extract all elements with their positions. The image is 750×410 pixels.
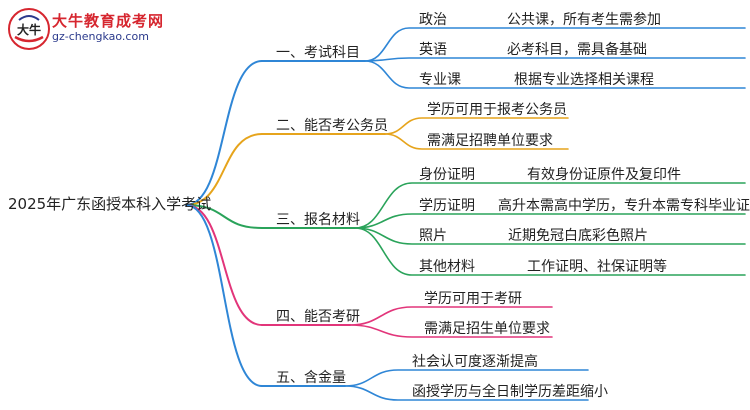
logo-mark-text: 大牛 — [17, 22, 41, 37]
item-key: 学历可用于报考公务员 — [427, 102, 567, 118]
item-value: 近期免冠白底彩色照片 — [508, 228, 648, 244]
root-title: 2025年广东函授本科入学考试 — [8, 195, 212, 213]
logo-mark-icon: 大牛 — [8, 8, 50, 50]
logo-url: gz-chengkao.com — [52, 30, 149, 43]
branch-connector — [185, 60, 263, 206]
item-connector — [354, 227, 746, 276]
item-key: 需满足招生单位要求 — [424, 321, 550, 337]
item-connector — [354, 213, 746, 229]
item-key: 其他材料 — [419, 259, 475, 275]
branch-label: 五、含金量 — [276, 370, 346, 386]
item-connector — [364, 27, 746, 62]
item-connector — [384, 117, 569, 135]
item-value: 根据专业选择相关课程 — [514, 72, 654, 88]
item-key: 英语 — [419, 42, 447, 58]
item-connector — [349, 306, 553, 326]
item-key: 社会认可度逐渐提高 — [412, 354, 538, 370]
item-value: 高升本需高中学历，专升本需专科毕业证 — [498, 198, 750, 214]
item-connector — [344, 385, 589, 401]
item-connector — [344, 369, 589, 387]
item-key: 照片 — [419, 228, 447, 244]
branch-connector — [185, 204, 263, 229]
item-key: 需满足招聘单位要求 — [427, 133, 553, 149]
item-key: 学历证明 — [419, 198, 475, 214]
item-connector — [364, 57, 746, 62]
branch-connector — [185, 204, 263, 387]
item-key: 专业课 — [419, 72, 461, 88]
branch-connector — [185, 133, 263, 206]
branch-connector — [185, 204, 263, 326]
item-value: 公共课，所有考生需参加 — [507, 12, 661, 28]
branch-label: 三、报名材料 — [276, 212, 360, 228]
branch-label: 四、能否考研 — [276, 309, 360, 325]
item-connector — [354, 227, 746, 245]
item-value: 工作证明、社保证明等 — [527, 259, 667, 275]
item-value: 有效身份证原件及复印件 — [527, 167, 681, 183]
item-connector — [364, 60, 746, 89]
branch-label: 一、考试科目 — [276, 45, 360, 61]
logo-name: 大牛教育成考网 — [52, 12, 165, 30]
item-key: 政治 — [419, 12, 447, 28]
branch-label: 二、能否考公务员 — [276, 118, 388, 134]
item-key: 函授学历与全日制学历差距缩小 — [412, 384, 608, 400]
item-connector — [349, 324, 553, 338]
item-value: 必考科目，需具备基础 — [507, 42, 647, 58]
item-key: 身份证明 — [419, 167, 475, 183]
item-connector — [384, 133, 569, 150]
item-key: 学历可用于考研 — [424, 291, 522, 307]
item-connector — [354, 182, 746, 229]
